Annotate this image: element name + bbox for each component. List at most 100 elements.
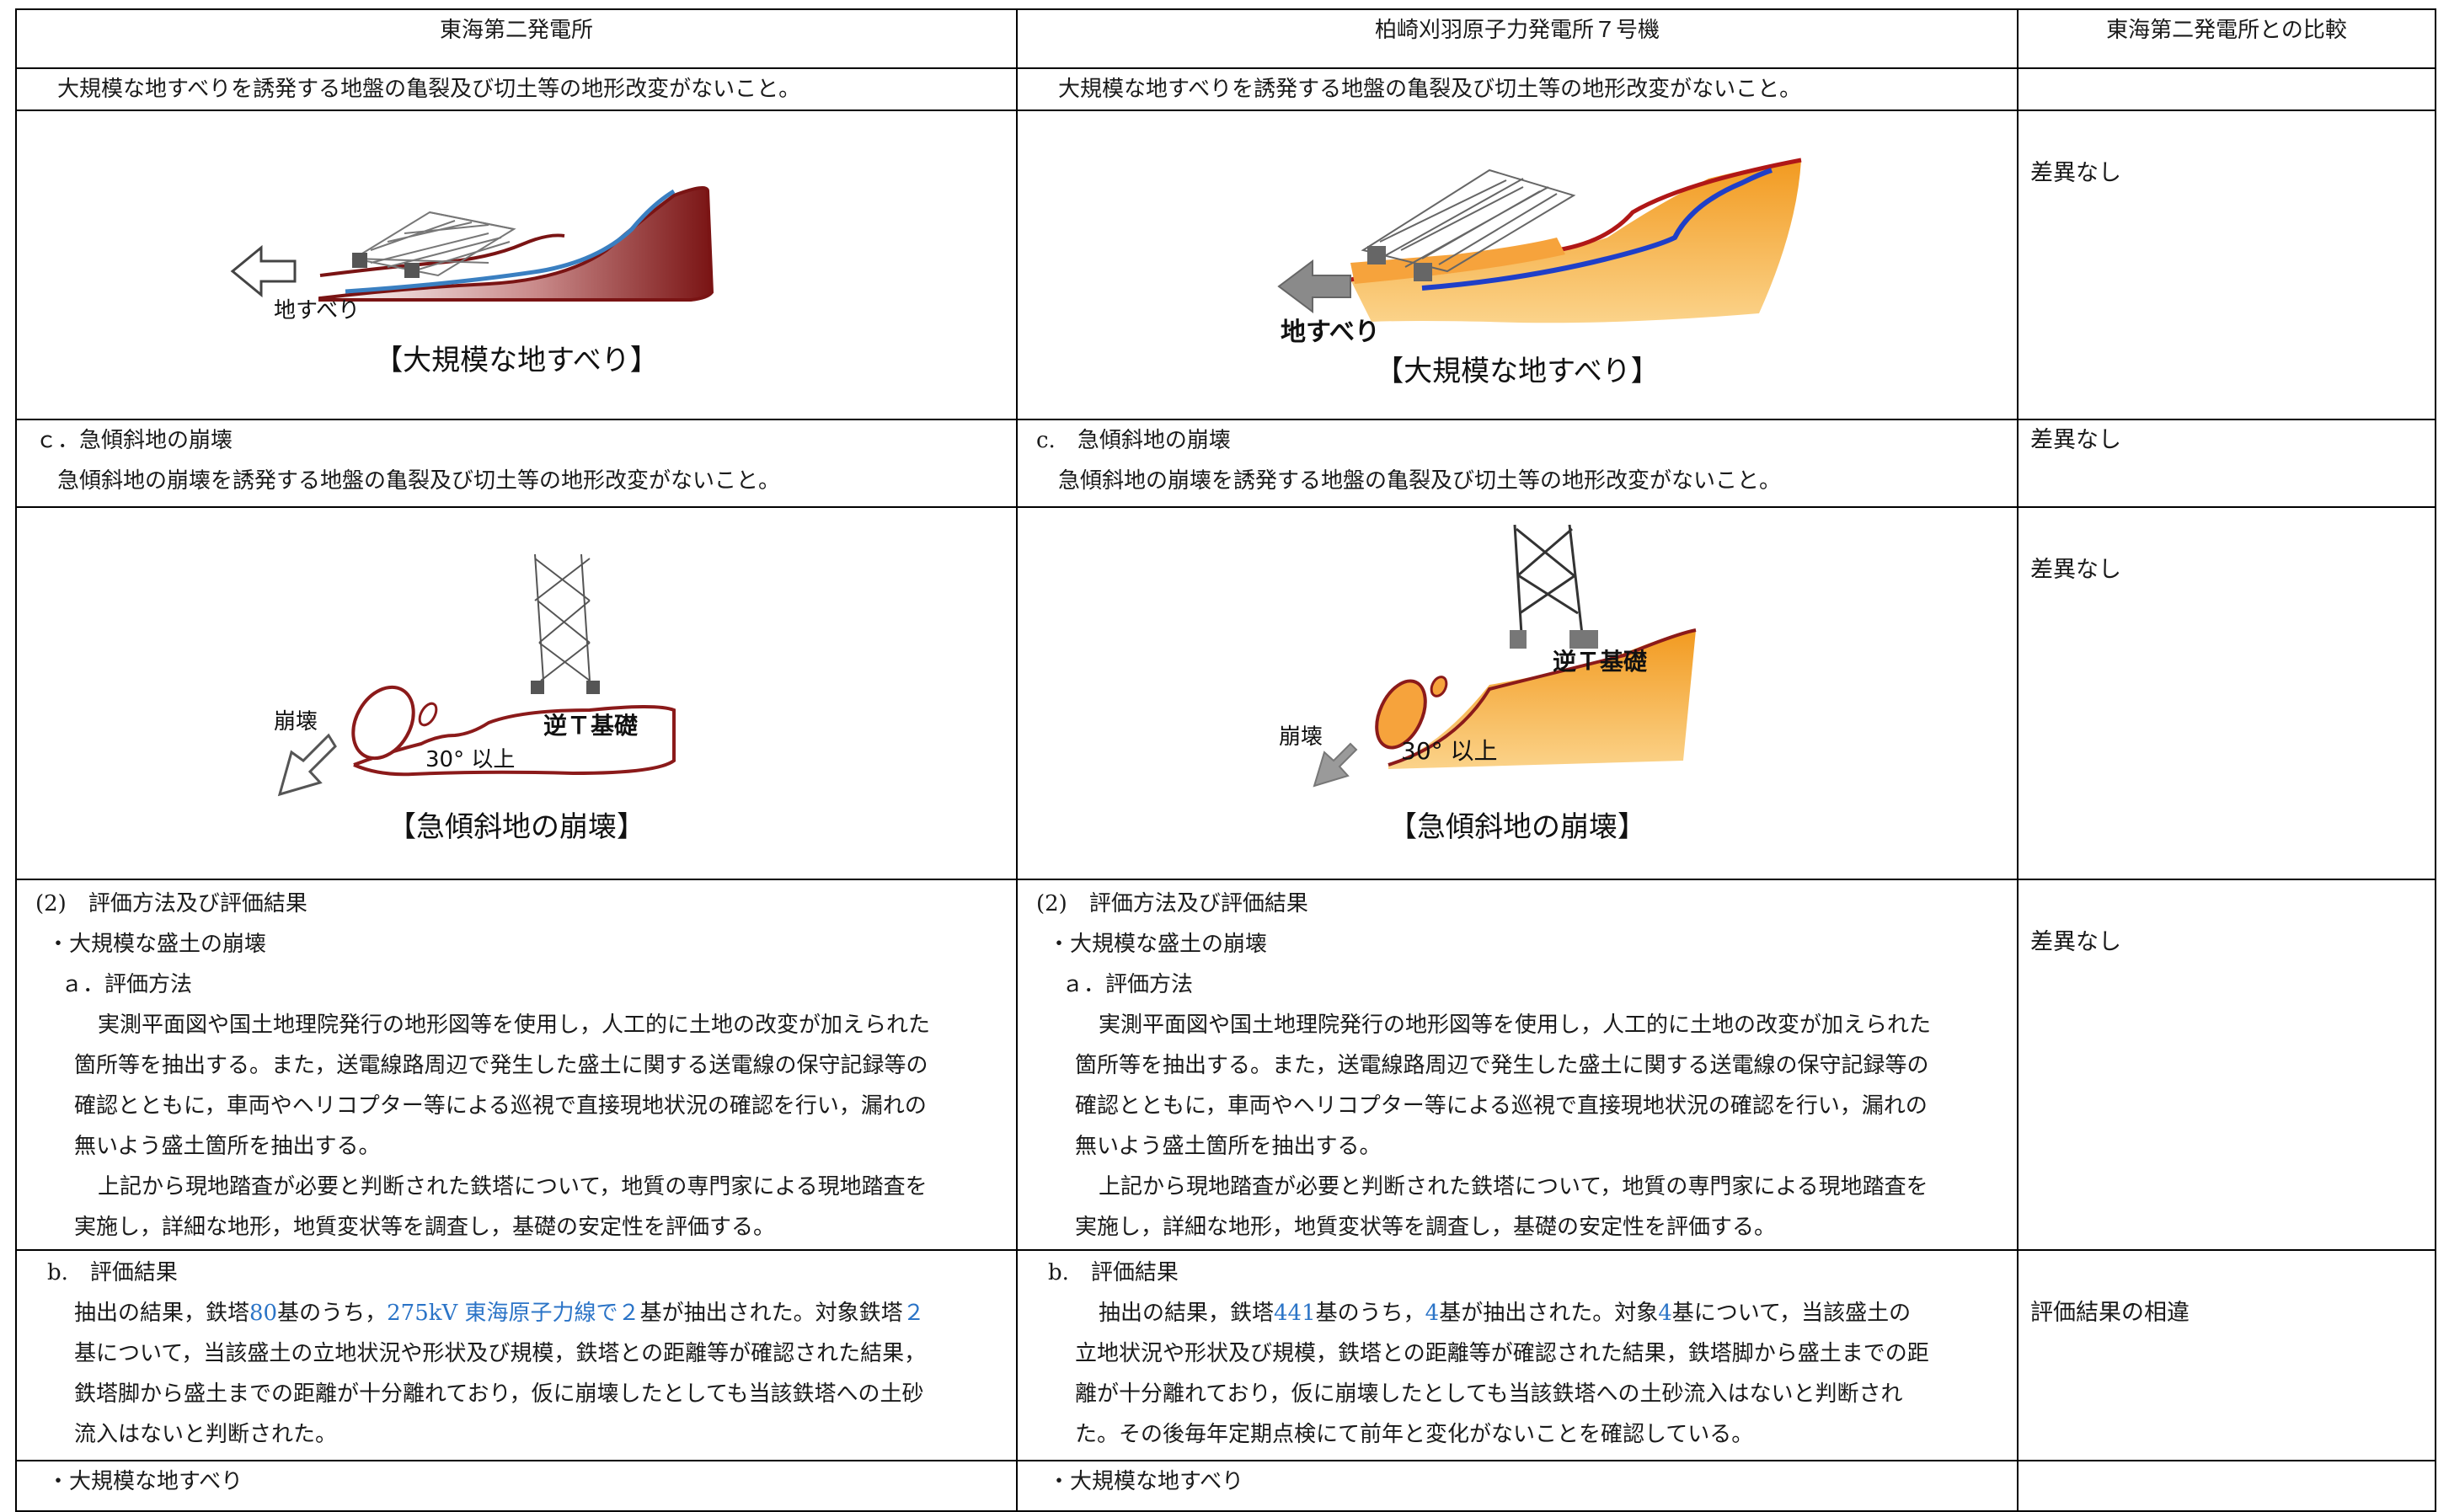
method-right-l5: 箇所等を抽出する。また，送電線路周辺で発生した盛土に関する送電線の保守記録等の xyxy=(1075,1053,1929,1078)
method-left-l2: ・大規模な盛土の崩壊 xyxy=(47,932,267,957)
steep-slope-row: ｃ．急傾斜地の崩壊 急傾斜地の崩壊を誘発する地盤の亀裂及び切土等の地形改変がない… xyxy=(15,419,2436,508)
collapse-pebble xyxy=(1430,676,1448,697)
collapse-caption-kashiwazaki: 【急傾斜地の崩壊】 xyxy=(1388,810,1646,844)
extracted-line-tokai: 275kV 東海原子力線で２ xyxy=(387,1301,640,1326)
method-right-l1: (2) 評価方法及び評価結果 xyxy=(1036,891,1308,916)
slip-surface-line xyxy=(1421,168,1773,291)
landslide-figure-tokai: 地すべり 【大規模な地すべり】 xyxy=(17,111,1016,419)
collapse-arrow-outline xyxy=(277,733,337,797)
extracted-count-kashiwazaki: 4 xyxy=(1425,1301,1440,1326)
method-left-l7: 無いよう盛土箇所を抽出する。 xyxy=(74,1134,381,1159)
collapse-caption-tokai: 【急傾斜地の崩壊】 xyxy=(388,810,645,844)
landslide-caption-tokai: 【大規模な地すべり】 xyxy=(374,344,659,377)
steep-head-right: c. 急傾斜地の崩壊 xyxy=(1036,428,1231,453)
steep-body-left: 急傾斜地の崩壊を誘発する地盤の亀裂及び切土等の地形改変がないこと。 xyxy=(57,468,781,494)
last-left: ・大規模な地すべり xyxy=(47,1469,243,1494)
tower-footing-1 xyxy=(531,681,544,694)
note-collapse: 差異なし xyxy=(2030,557,2121,583)
landslide-caption-kashiwazaki: 【大規模な地すべり】 xyxy=(1375,355,1660,388)
method-right-l7: 無いよう盛土箇所を抽出する。 xyxy=(1075,1134,1382,1159)
tower-footing-2 xyxy=(586,681,600,694)
target-count-kashiwazaki: 4 xyxy=(1658,1301,1672,1326)
collapse-figure-tokai: 崩壊 逆Ｔ基礎 30° 以上 【急傾斜地の崩壊】 xyxy=(17,508,1016,879)
tower-footing-2 xyxy=(404,263,420,278)
method-right-l9: 実施し，詳細な地形，地質変状等を調査し，基礎の安定性を評価する。 xyxy=(1075,1215,1777,1240)
result-left-l4: 流入はないと判断された。 xyxy=(74,1422,338,1447)
landslide-figure-kashiwazaki: 地すべり 【大規模な地すべり】 xyxy=(1018,111,2017,419)
result-right-l4: た。その後毎年定期点検にて前年と変化がないことを確認している。 xyxy=(1075,1422,1754,1447)
target-count-tokai: ２ xyxy=(902,1301,925,1326)
last-right: ・大規模な地すべり xyxy=(1048,1469,1244,1494)
method-right-l2: ・大規模な盛土の崩壊 xyxy=(1048,932,1268,957)
collapse-figure-kashiwazaki: 崩壊 逆Ｔ基礎 30° 以上 【急傾斜地の崩壊】 xyxy=(1018,508,2017,879)
result-right-l1: 抽出の結果，鉄塔441基のうち，4基が抽出された。対象4基について，当該盛土の xyxy=(1099,1301,1912,1326)
landslide-diagram-tokai: 地すべり xyxy=(230,186,714,323)
last-row: ・大規模な地すべり ・大規模な地すべり xyxy=(15,1460,2436,1512)
angle-label: 30° 以上 xyxy=(425,747,515,772)
method-left-l8: 上記から現地踏査が必要と判断された鉄塔について，地質の専門家による現地踏査を xyxy=(98,1174,928,1199)
collapse-pebble xyxy=(418,702,438,727)
collapse-label: 崩壊 xyxy=(1279,724,1323,750)
figure-row-collapse: 崩壊 逆Ｔ基礎 30° 以上 【急傾斜地の崩壊】 xyxy=(15,506,2436,880)
tower-footing-1 xyxy=(352,253,367,268)
intro-right: 大規模な地すべりを誘発する地盤の亀裂及び切土等の地形改変がないこと。 xyxy=(1058,77,1802,102)
header-comparison: 東海第二発電所との比較 xyxy=(2017,8,2436,69)
landslide-label: 地すべり xyxy=(1281,318,1380,347)
comparison-table: 東海第二発電所 柏崎刈羽原子力発電所７号機 東海第二発電所との比較 大規模な地す… xyxy=(15,8,2436,1512)
tower-footing-2 xyxy=(1569,630,1598,649)
tower-footing-1 xyxy=(1367,246,1386,264)
note-method: 差異なし xyxy=(2030,929,2121,955)
method-row: (2) 評価方法及び評価結果 ・大規模な盛土の崩壊 ａ．評価方法 実測平面図や国… xyxy=(15,879,2436,1251)
tower-frame xyxy=(351,211,516,277)
tower-total-tokai: 80 xyxy=(249,1301,278,1326)
collapse-diagram-tokai: 崩壊 逆Ｔ基礎 30° 以上 xyxy=(274,553,676,797)
slope-body xyxy=(1388,629,1696,769)
result-right-l2: 立地状況や形状及び規模，鉄塔との距離等が確認された結果，鉄塔脚から盛土までの距 xyxy=(1075,1341,1929,1366)
collapse-block xyxy=(351,685,415,761)
note-result: 評価結果の相違 xyxy=(2030,1300,2190,1326)
header-row: 東海第二発電所 柏崎刈羽原子力発電所７号機 東海第二発電所との比較 xyxy=(15,8,2436,69)
method-right-l4: 実測平面図や国土地理院発行の地形図等を使用し，人工的に土地の改変が加えられた xyxy=(1099,1012,1932,1038)
result-left-l1: 抽出の結果，鉄塔80基のうち，275kV 東海原子力線で２基が抽出された。対象鉄… xyxy=(74,1301,925,1326)
method-left-l1: (2) 評価方法及び評価結果 xyxy=(35,891,307,916)
collapse-arrow xyxy=(1313,742,1358,788)
slide-arrow xyxy=(1277,259,1351,313)
method-left-l5: 箇所等を抽出する。また，送電線路周辺で発生した盛土に関する送電線の保守記録等の xyxy=(74,1053,928,1078)
result-left-head: b. 評価結果 xyxy=(47,1260,178,1285)
tower-footing-1 xyxy=(1510,630,1527,649)
landslide-diagram-kashiwazaki: 地すべり xyxy=(1277,158,1802,347)
result-right-head: b. 評価結果 xyxy=(1048,1260,1179,1285)
tower-footing-2 xyxy=(1414,263,1432,281)
slide-arrow-outline xyxy=(230,244,297,298)
ground-top-line xyxy=(1388,628,1697,767)
result-left-l3: 鉄塔脚から盛土までの距離が十分離れており，仮に崩壊したとしても当該鉄塔への土砂 xyxy=(74,1381,924,1407)
method-right-l3: ａ．評価方法 xyxy=(1061,972,1194,997)
method-left-l9: 実施し，詳細な地形，地質変状等を調査し，基礎の安定性を評価する。 xyxy=(74,1215,776,1240)
foundation-label: 逆Ｔ基礎 xyxy=(543,712,638,740)
method-left-l3: ａ．評価方法 xyxy=(61,972,193,997)
result-left-l2: 基について，当該盛土の立地状況や形状及び規模，鉄塔との距離等が確認された結果， xyxy=(74,1341,927,1366)
collapse-label: 崩壊 xyxy=(274,709,318,735)
method-left-l6: 確認とともに，車両やヘリコプター等による巡視で直接現地状況の確認を行い，漏れの xyxy=(74,1093,927,1119)
intro-left: 大規模な地すべりを誘発する地盤の亀裂及び切土等の地形改変がないこと。 xyxy=(57,77,801,102)
upper-block xyxy=(1350,238,1565,284)
method-right-l6: 確認とともに，車両やヘリコプター等による巡視で直接現地状況の確認を行い，漏れの xyxy=(1075,1093,1928,1119)
tower-total-kashiwazaki: 441 xyxy=(1274,1301,1316,1326)
collapse-diagram-kashiwazaki: 崩壊 逆Ｔ基礎 30° 以上 xyxy=(1279,524,1697,788)
steep-head-left: ｃ．急傾斜地の崩壊 xyxy=(35,428,233,453)
tower-frame xyxy=(1513,524,1584,635)
result-right-l3: 離が十分離れており，仮に崩壊したとしても当該鉄塔への土砂流入はないと判断され xyxy=(1075,1381,1903,1407)
method-right-l8: 上記から現地踏査が必要と判断された鉄塔について，地質の専門家による現地踏査を xyxy=(1099,1174,1928,1199)
landslide-label: 地すべり xyxy=(274,298,360,323)
tower-frame xyxy=(534,553,591,681)
header-kashiwazaki: 柏崎刈羽原子力発電所７号機 xyxy=(1016,8,2019,69)
steep-body-right: 急傾斜地の崩壊を誘発する地盤の亀裂及び切土等の地形改変がないこと。 xyxy=(1058,468,1782,494)
ground-outline xyxy=(353,705,676,777)
figure-row-landslide: 地すべり 【大規模な地すべり】 xyxy=(15,110,2436,420)
method-left-l4: 実測平面図や国土地理院発行の地形図等を使用し，人工的に土地の改変が加えられた xyxy=(98,1012,931,1038)
result-row: b. 評価結果 抽出の結果，鉄塔80基のうち，275kV 東海原子力線で２基が抽… xyxy=(15,1249,2436,1461)
collapse-block xyxy=(1375,679,1427,750)
slip-surface-line xyxy=(345,189,676,294)
intro-row: 大規模な地すべりを誘発する地盤の亀裂及び切土等の地形改変がないこと。 大規模な地… xyxy=(15,67,2436,111)
note-steep: 差異なし xyxy=(2030,427,2121,453)
